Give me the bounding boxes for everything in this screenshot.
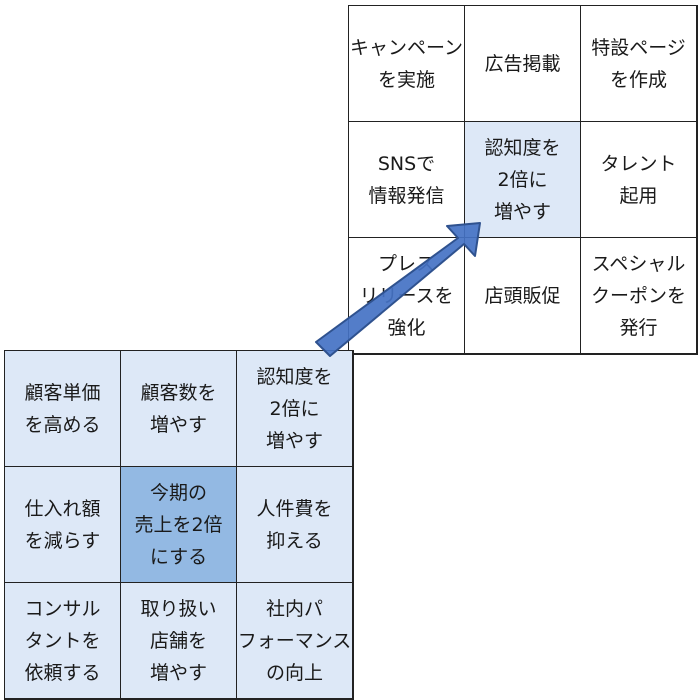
expanded-cell-coupon: スペシャル クーポンを 発行 [580,237,697,354]
main-cell-internal-performance: 社内パ フォーマンス の向上 [236,582,353,699]
expanded-cell-special-page: 特設ページ を作成 [580,5,697,122]
main-mandala-grid: 顧客単価 を高める 顧客数を 増やす 認知度を 2倍に 増やす 仕入れ額 を減ら… [4,350,354,700]
expanded-cell-press-release: プレス リリースを 強化 [348,237,465,354]
expanded-cell-campaign: キャンペーン を実施 [348,5,465,122]
main-cell-center-goal: 今期の 売上を2倍 にする [120,466,237,583]
expanded-cell-sns: SNSで 情報発信 [348,121,465,238]
main-cell-purchase-cost: 仕入れ額 を減らす [4,466,121,583]
main-cell-awareness: 認知度を 2倍に 増やす [236,350,353,467]
expanded-cell-talent: タレント 起用 [580,121,697,238]
expanded-mandala-grid: キャンペーン を実施 広告掲載 特設ページ を作成 SNSで 情報発信 認知度を… [348,5,698,355]
main-cell-consultant: コンサル タントを 依頼する [4,582,121,699]
main-cell-unit-price: 顧客単価 を高める [4,350,121,467]
main-cell-labor-cost: 人件費を 抑える [236,466,353,583]
expanded-cell-center-awareness: 認知度を 2倍に 増やす [464,121,581,238]
expanded-cell-ad-placement: 広告掲載 [464,5,581,122]
main-cell-more-stores: 取り扱い 店舗を 増やす [120,582,237,699]
expanded-cell-in-store-promo: 店頭販促 [464,237,581,354]
main-cell-customer-count: 顧客数を 増やす [120,350,237,467]
